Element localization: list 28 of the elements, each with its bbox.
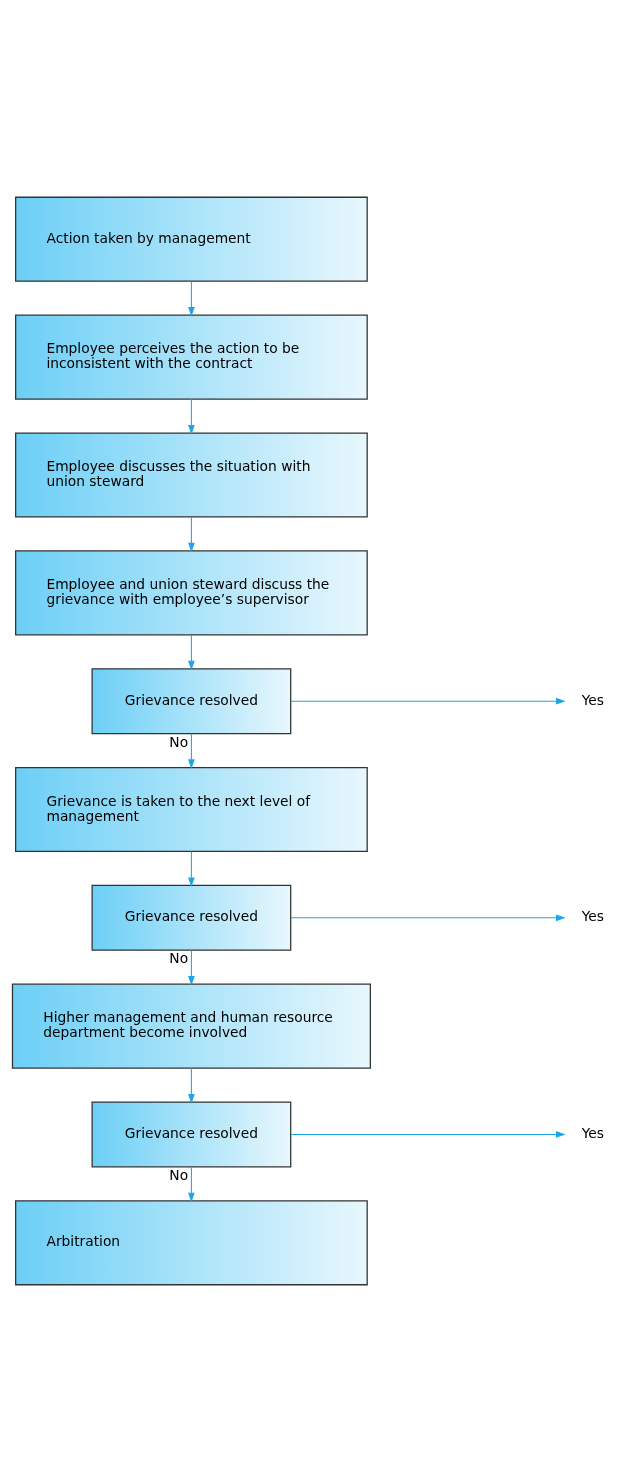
node-box: Grievance resolved [91, 667, 292, 734]
node-box: Grievance resolved [91, 884, 292, 951]
arrow [188, 398, 195, 434]
edge-label: No [169, 1166, 189, 1183]
node-box: Action taken by management [15, 196, 368, 282]
edge-label: No [169, 949, 189, 966]
arrow [188, 949, 195, 986]
node-text: Yes [581, 907, 604, 924]
arrow [188, 850, 195, 887]
arrow [290, 697, 566, 705]
arrow [188, 732, 195, 769]
node-box: Employee and union steward discuss the grievance with employee’s supervisor [15, 549, 368, 635]
node-box: Higher management and human resource department become involved [11, 983, 371, 1069]
arrow [188, 280, 195, 317]
node-box: Arbitration [15, 1199, 368, 1285]
arrow [188, 1166, 195, 1202]
arrow [188, 516, 195, 552]
node-box: Grievance resolved [91, 1100, 292, 1167]
arrow [188, 633, 195, 670]
arrow [188, 1067, 195, 1104]
arrow [290, 913, 566, 921]
edge-label: No [169, 733, 189, 750]
node-box: Employee discusses the situation with union steward [15, 431, 368, 518]
arrow [290, 1130, 566, 1138]
node-box: Grievance is taken to the next level of management [15, 766, 368, 852]
node-box: Employee perceives the action to be inconsistent with the contract [15, 314, 368, 400]
node-text: Yes [581, 691, 604, 708]
node-text: Yes [581, 1124, 604, 1141]
